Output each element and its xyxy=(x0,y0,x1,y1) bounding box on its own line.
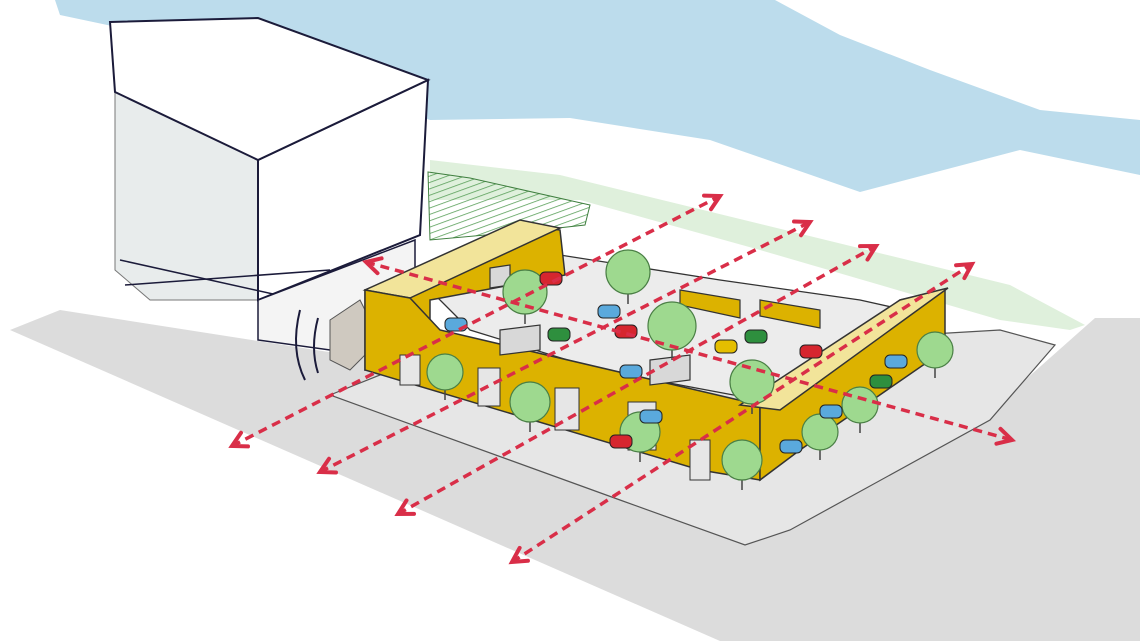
double-arrow-icon xyxy=(994,426,1017,446)
double-arrow-icon xyxy=(954,261,976,281)
car-icon xyxy=(609,434,633,449)
tree-icon xyxy=(721,439,763,490)
tree-icon xyxy=(605,249,651,304)
grass-area xyxy=(430,160,1085,330)
car-icon xyxy=(819,404,843,419)
double-arrow-icon xyxy=(316,456,338,475)
double-arrow-icon xyxy=(858,243,880,262)
tree-icon xyxy=(426,353,464,400)
courtyard-planters xyxy=(489,264,691,386)
connection-arrow-2 xyxy=(316,219,814,475)
car-icon xyxy=(799,344,823,359)
double-arrow-icon xyxy=(228,430,250,449)
car-icon xyxy=(597,304,621,319)
tree-icon xyxy=(647,301,697,360)
double-arrow-icon xyxy=(508,545,530,565)
car-icon xyxy=(639,409,663,424)
cars-group xyxy=(444,271,908,454)
car-icon xyxy=(744,329,768,344)
podium-building xyxy=(362,219,949,482)
car-icon xyxy=(714,339,738,354)
double-arrow-icon xyxy=(792,219,814,238)
connection-arrow-3 xyxy=(394,243,880,517)
grass-hatched-bank xyxy=(427,171,591,241)
car-icon xyxy=(779,439,803,454)
car-icon xyxy=(539,271,563,286)
car-icon xyxy=(619,364,643,379)
tree-icon xyxy=(801,413,839,460)
connection-arrow-4 xyxy=(508,261,976,565)
car-icon xyxy=(869,374,893,389)
connection-arrow-1 xyxy=(228,193,724,449)
connection-arrows xyxy=(228,193,1017,565)
double-arrow-icon xyxy=(361,256,384,276)
car-icon xyxy=(884,354,908,369)
double-arrow-icon xyxy=(702,193,724,212)
car-icon xyxy=(547,327,571,342)
tree-icon xyxy=(916,331,954,378)
tree-icon xyxy=(509,381,551,432)
connection-arrow-5 xyxy=(361,256,1017,446)
double-arrow-icon xyxy=(394,498,416,517)
